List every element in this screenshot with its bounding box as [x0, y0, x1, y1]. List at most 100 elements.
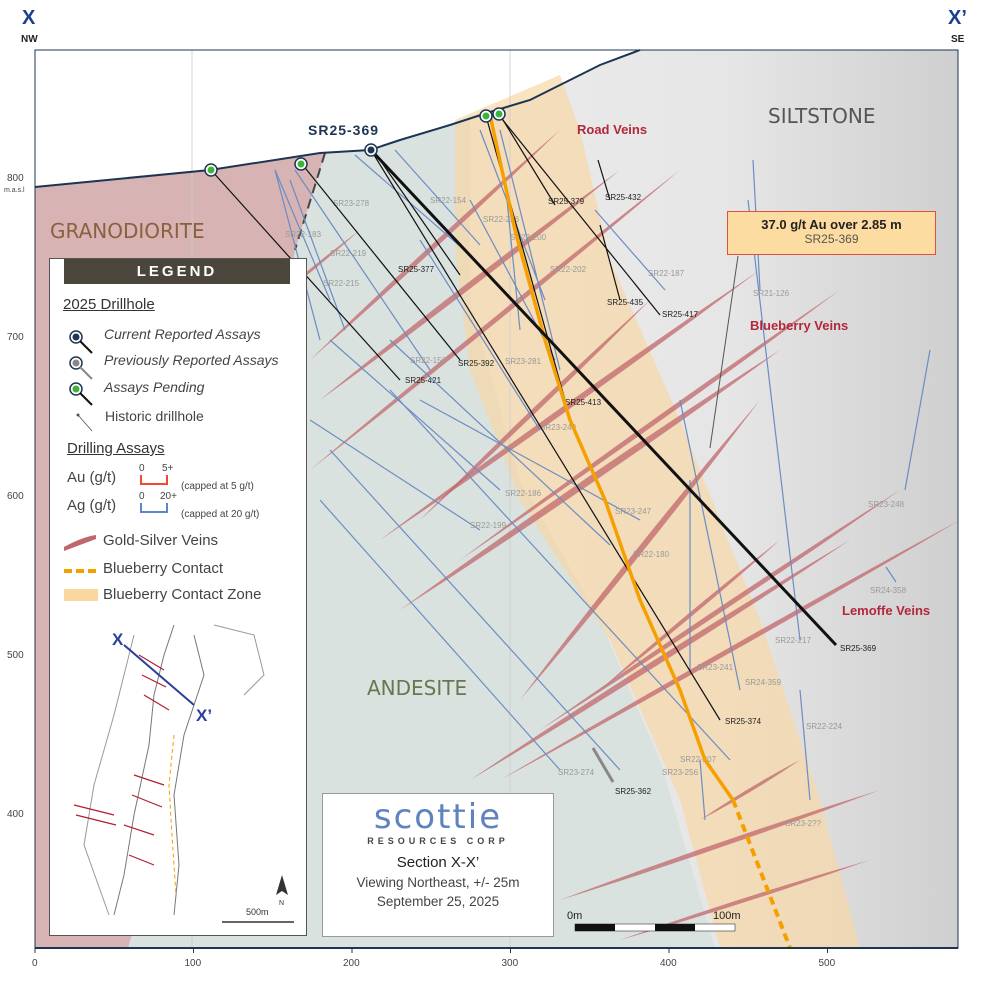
- drillhole-trace[interactable]: [904, 349, 931, 491]
- x-tick-label: 400: [660, 958, 677, 969]
- drillhole-sr25-369[interactable]: [369, 148, 838, 647]
- north-arrow-icon: [276, 875, 288, 895]
- gold-silver-vein: [320, 170, 620, 400]
- drillhole-label: SR22-183: [285, 230, 322, 239]
- collar-current[interactable]: [364, 143, 378, 157]
- legend-au: Au (g/t): [67, 469, 117, 486]
- drillhole-trace[interactable]: [747, 199, 801, 641]
- drillhole-label: SR22-156: [410, 356, 447, 365]
- x-tick-label: 300: [502, 958, 519, 969]
- gold-silver-vein: [460, 290, 840, 560]
- legend-current: Current Reported Assays: [104, 326, 261, 342]
- blueberry-contact-inferred: [731, 799, 792, 949]
- drillhole-trace[interactable]: [274, 169, 321, 341]
- drillhole-label: SR22-202: [550, 265, 587, 274]
- drillhole-label: SR22-226: [483, 215, 520, 224]
- legend-symbols: [64, 535, 98, 601]
- inset-section-line: [123, 644, 195, 706]
- drillhole-label: SR22-207: [680, 755, 717, 764]
- drillhole-trace[interactable]: [591, 747, 615, 783]
- drillhole-label: SR23-256: [662, 768, 699, 777]
- drillhole-trace[interactable]: [389, 339, 611, 546]
- gold-silver-vein: [560, 790, 880, 900]
- y-tick-label: 500: [7, 650, 24, 661]
- drillhole-trace[interactable]: [289, 179, 346, 331]
- drillhole-trace[interactable]: [469, 199, 556, 361]
- legend-title: LEGEND: [64, 259, 290, 284]
- drillhole-label: SR22-180: [633, 550, 670, 559]
- drillhole-trace[interactable]: [329, 449, 621, 771]
- drillhole-trace[interactable]: [274, 169, 331, 301]
- drillhole-trace[interactable]: [499, 114, 556, 206]
- company-subtitle: RESOURCES CORP: [367, 836, 509, 846]
- drillhole-trace[interactable]: [599, 224, 621, 301]
- road-veins-label: Road Veins: [577, 122, 647, 137]
- scale-start: 0m: [567, 910, 582, 922]
- gold-silver-vein: [470, 540, 850, 780]
- drillhole-trace[interactable]: [294, 169, 431, 371]
- drillhole-trace[interactable]: [379, 159, 461, 276]
- vein-icon: [64, 535, 96, 551]
- drillhole-label: SR25-374: [725, 717, 762, 726]
- drillhole-trace[interactable]: [499, 129, 561, 371]
- featured-hole-label: SR25-369: [308, 122, 379, 138]
- drillhole-trace[interactable]: [597, 159, 611, 201]
- drillhole-label: SR22-199: [470, 521, 507, 530]
- drillhole-trace[interactable]: [419, 239, 541, 431]
- drillhole-label: SR25-362: [615, 787, 652, 796]
- section-end-direction: SE: [951, 34, 965, 45]
- drillhole-trace[interactable]: [594, 209, 666, 291]
- y-tick-label: 400: [7, 809, 24, 820]
- drillhole-trace[interactable]: [699, 759, 706, 821]
- drillhole-label: SR23-278: [333, 199, 370, 208]
- andesite-label: ANDESITE: [367, 676, 467, 700]
- drillhole-trace[interactable]: [329, 339, 501, 491]
- drillhole-trace[interactable]: [394, 149, 481, 246]
- collar-pending[interactable]: [479, 109, 493, 123]
- legend: LEGEND 2025 Drillhole Current Reported A…: [49, 258, 307, 936]
- section-start-direction: NW: [21, 34, 38, 45]
- previous-assays-icon: [69, 356, 93, 380]
- drillhole-label: SR22-187: [648, 269, 685, 278]
- granodiorite-contact: [294, 152, 326, 251]
- legend-zone: Blueberry Contact Zone: [103, 586, 262, 603]
- scale-end: 100m: [713, 910, 741, 922]
- y-tick-label: 600: [7, 491, 24, 502]
- ag-max: 20+: [160, 491, 177, 502]
- historic-drillhole-icon: [76, 413, 93, 432]
- viewing-direction: Viewing Northeast, +/- 25m: [356, 875, 520, 890]
- drillhole-label: SR22-200: [510, 233, 547, 242]
- drillhole-label: SR23-2??: [785, 819, 822, 828]
- legend-contact: Blueberry Contact: [103, 560, 224, 577]
- gold-silver-vein: [310, 170, 680, 470]
- collar-pending[interactable]: [204, 163, 218, 177]
- drillhole-trace[interactable]: [354, 154, 471, 256]
- drillhole-label: SR23-274: [558, 768, 595, 777]
- drillhole-trace[interactable]: [309, 419, 481, 531]
- drillhole-trace[interactable]: [799, 689, 811, 801]
- drillhole-trace[interactable]: [679, 399, 741, 691]
- ag-note: (capped at 20 g/t): [181, 509, 260, 520]
- drillhole-trace[interactable]: [885, 566, 897, 583]
- drillhole-label: SR23-247: [615, 507, 652, 516]
- company-logo: scottie: [373, 797, 503, 837]
- drillhole-label: SR22-219: [330, 249, 367, 258]
- siltstone-label: SILTSTONE: [768, 104, 875, 128]
- collar-pending[interactable]: [492, 107, 506, 121]
- inset-scale-label: 500m: [246, 907, 269, 917]
- gold-silver-vein: [380, 270, 760, 540]
- drillhole-label: SR25-432: [605, 193, 642, 202]
- y-tick-label: 800: [7, 173, 24, 184]
- drillhole-trace[interactable]: [389, 389, 731, 761]
- collar-pending[interactable]: [294, 157, 308, 171]
- drillhole-trace[interactable]: [319, 499, 561, 771]
- drillhole-trace[interactable]: [301, 163, 461, 361]
- drillhole-trace[interactable]: [370, 149, 721, 721]
- ag-min: 0: [139, 491, 145, 502]
- drillhole-label: SR23-249: [540, 423, 577, 432]
- drillhole-trace[interactable]: [497, 113, 661, 316]
- current-assays-icon: [69, 330, 93, 354]
- drillhole-label: SR23-248: [868, 500, 905, 509]
- drillhole-label: SR25-413: [565, 398, 602, 407]
- ag-scale-icon: [140, 503, 168, 513]
